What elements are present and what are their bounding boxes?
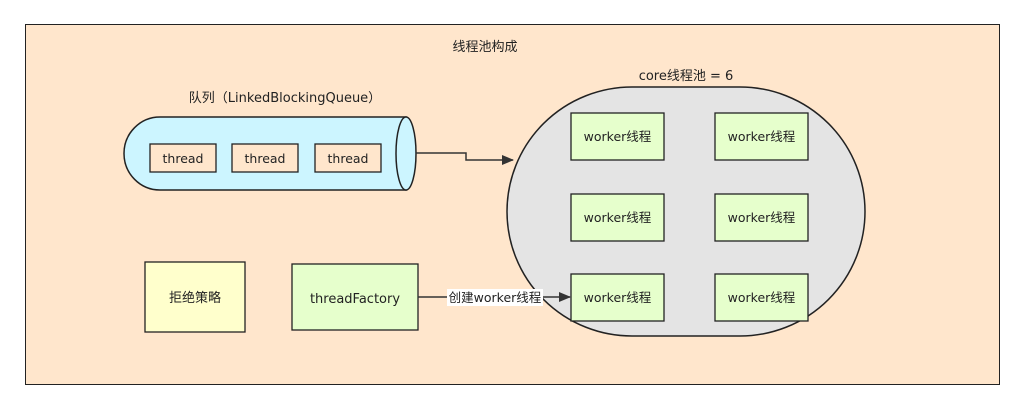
thread-factory-node: threadFactory bbox=[291, 263, 419, 331]
queue-thread-item: thread bbox=[149, 143, 217, 173]
svg-text:thread: thread bbox=[163, 151, 204, 166]
core-pool-label: core线程池 = 6 bbox=[639, 69, 734, 84]
svg-text:拒绝策略: 拒绝策略 bbox=[169, 290, 221, 306]
worker-node: worker线程 bbox=[570, 193, 665, 242]
core-pool bbox=[506, 86, 866, 337]
svg-text:worker线程: worker线程 bbox=[584, 129, 652, 144]
worker-node: worker线程 bbox=[570, 112, 665, 161]
svg-text:worker线程: worker线程 bbox=[728, 290, 796, 305]
svg-text:worker线程: worker线程 bbox=[728, 129, 796, 144]
worker-node: worker线程 bbox=[714, 112, 809, 161]
worker-node: worker线程 bbox=[570, 273, 665, 322]
queue-thread-item: thread bbox=[314, 143, 382, 173]
worker-node: worker线程 bbox=[714, 273, 809, 322]
queue-thread-item: thread bbox=[231, 143, 299, 173]
svg-text:worker线程: worker线程 bbox=[728, 210, 796, 225]
svg-text:thread: thread bbox=[328, 151, 369, 166]
svg-text:worker线程: worker线程 bbox=[584, 210, 652, 225]
svg-text:worker线程: worker线程 bbox=[584, 290, 652, 305]
diagram-title: 线程池构成 bbox=[452, 40, 517, 55]
queue-label: 队列（LinkedBlockingQueue） bbox=[189, 91, 381, 106]
edge-label-bg bbox=[447, 289, 543, 306]
queue-to-pool-edge bbox=[416, 152, 514, 165]
svg-text:thread: thread bbox=[245, 151, 286, 166]
worker-node: worker线程 bbox=[714, 193, 809, 242]
svg-text:threadFactory: threadFactory bbox=[310, 292, 400, 307]
create-worker-edge-label: 创建worker线程 bbox=[449, 290, 542, 305]
reject-policy-node: 拒绝策略 bbox=[144, 261, 246, 333]
